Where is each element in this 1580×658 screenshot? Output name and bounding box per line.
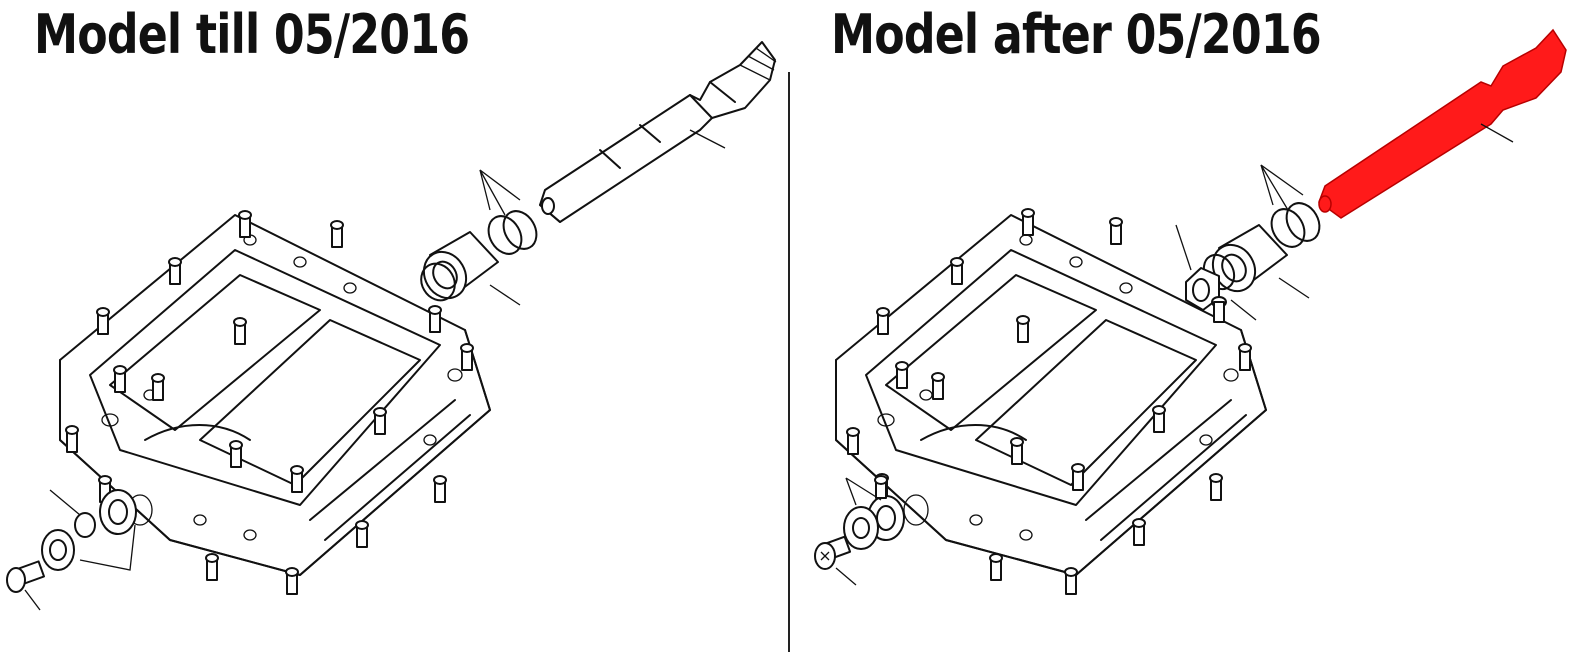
pedal-body — [59, 214, 491, 576]
inner-bearing — [420, 231, 521, 306]
panel-model-after-2016: Model after 05/2016 — [791, 0, 1580, 658]
inner-bushing — [1175, 224, 1257, 323]
axle — [539, 41, 777, 223]
panel-title: Model after 05/2016 — [831, 3, 1322, 66]
outer-bearings — [843, 475, 905, 550]
axle-seals — [479, 169, 538, 255]
axle-highlighted — [1318, 28, 1567, 219]
panel-divider — [788, 72, 790, 652]
end-cap-bolt — [814, 535, 857, 586]
inner-bearing — [1202, 224, 1310, 299]
panel-model-till-2016: Model till 05/2016 — [6, 3, 777, 611]
panel-title: Model till 05/2016 — [34, 3, 470, 66]
end-cap-bolt — [6, 560, 46, 611]
pedal-body — [835, 214, 1267, 576]
exploded-pedal-diagram — [6, 41, 777, 611]
axle-seals — [1260, 164, 1321, 248]
outer-bearings — [41, 489, 137, 571]
exploded-pedal-diagram — [814, 28, 1567, 595]
pedal-pins — [65, 210, 474, 595]
